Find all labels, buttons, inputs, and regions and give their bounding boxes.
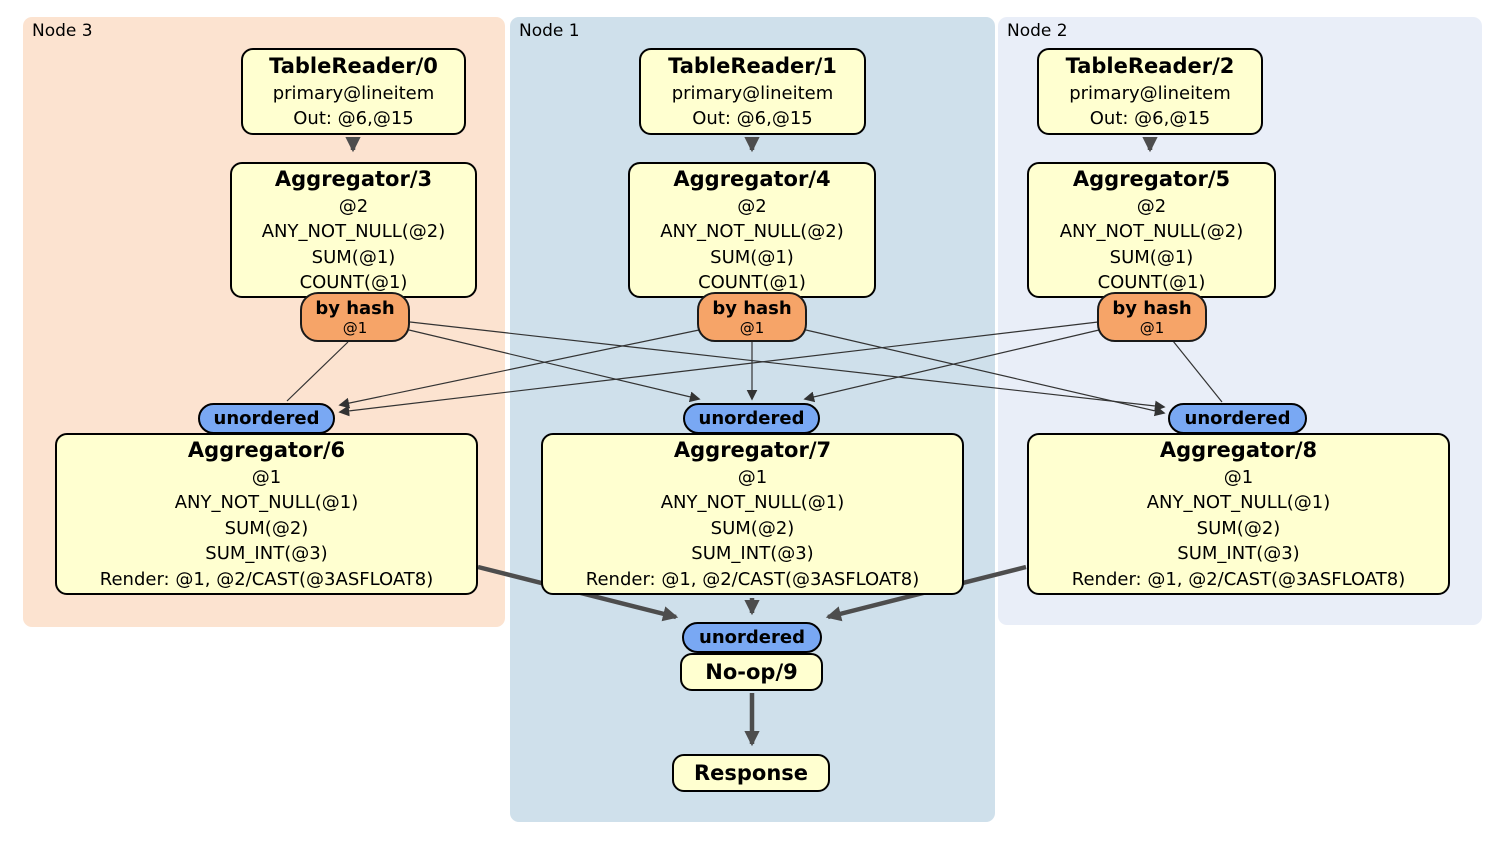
processor-detail: COUNT(@1)	[1097, 272, 1206, 293]
router-label: by hash	[315, 297, 395, 319]
processor-title: TableReader/1	[668, 53, 837, 78]
processor-detail: SUM(@2)	[1196, 517, 1281, 539]
processor-detail: @2	[737, 195, 767, 217]
processor-detail: @1	[251, 466, 282, 488]
region-label: Node 3	[32, 21, 93, 41]
processor-noop-9: No-op/9	[680, 653, 823, 691]
processor-title: Aggregator/8	[1159, 437, 1318, 462]
processor-title: No-op/9	[705, 659, 798, 684]
synchronizer-label: unordered	[1184, 408, 1291, 429]
processor-detail: ANY_NOT_NULL(@2)	[1059, 221, 1244, 242]
processor-detail: SUM_INT(@3)	[205, 543, 328, 565]
edge-byhash2-unordered3	[338, 321, 1099, 417]
edge-byhash1-unordered2	[805, 329, 1166, 417]
processor-detail: Out: @6,@15	[692, 108, 813, 129]
router-label: by hash	[712, 297, 792, 319]
processor-detail: @1	[1223, 466, 1254, 488]
router-detail: @1	[342, 318, 368, 337]
processor-tablereader-0: TableReader/0 primary@lineitem Out: @6,@…	[241, 48, 466, 135]
processor-detail: Out: @6,@15	[293, 108, 414, 129]
edge-byhash1-unordered3	[338, 329, 700, 409]
edge-byhash2-unordered2	[1172, 340, 1223, 403]
processor-detail: ANY_NOT_NULL(@1)	[1146, 492, 1331, 514]
processor-detail: primary@lineitem	[1069, 82, 1231, 104]
processor-detail: @1	[737, 466, 768, 488]
processor-aggregator-5: Aggregator/5 @2 ANY_NOT_NULL(@2) SUM(@1)…	[1027, 162, 1276, 298]
processor-detail: SUM(@2)	[710, 517, 795, 539]
processor-title: Aggregator/7	[673, 437, 832, 462]
synchronizer-label: unordered	[699, 627, 805, 648]
region-label: Node 1	[519, 21, 580, 41]
processor-tablereader-1: TableReader/1 primary@lineitem Out: @6,@…	[639, 48, 866, 135]
processor-aggregator-4: Aggregator/4 @2 ANY_NOT_NULL(@2) SUM(@1)…	[628, 162, 876, 298]
processor-detail: Render: @1, @2/CAST(@3ASFLOAT8)	[1071, 568, 1406, 590]
processor-aggregator-3: Aggregator/3 @2 ANY_NOT_NULL(@2) SUM(@1)…	[230, 162, 477, 298]
edge-byhash2-unordered1	[803, 329, 1100, 403]
router-detail: @1	[739, 318, 765, 337]
edge-byhash3-unordered1	[408, 329, 701, 403]
region-label: Node 2	[1007, 21, 1068, 41]
synchronizer-label: unordered	[213, 408, 320, 429]
processor-title: Aggregator/3	[274, 166, 433, 191]
processor-detail: primary@lineitem	[671, 82, 834, 104]
processor-detail: SUM_INT(@3)	[691, 543, 814, 565]
processor-detail: primary@lineitem	[272, 82, 435, 104]
processor-detail: ANY_NOT_NULL(@2)	[660, 221, 844, 242]
synchronizer-unordered-node3: unordered	[198, 403, 335, 434]
processor-detail: SUM(@1)	[710, 246, 794, 268]
processor-detail: SUM(@1)	[1109, 246, 1194, 268]
router-by-hash-node1: by hash @1	[697, 292, 807, 342]
processor-aggregator-6: Aggregator/6 @1 ANY_NOT_NULL(@1) SUM(@2)…	[55, 433, 478, 595]
processor-aggregator-8: Aggregator/8 @1 ANY_NOT_NULL(@1) SUM(@2)…	[1027, 433, 1450, 595]
processor-detail: Render: @1, @2/CAST(@3ASFLOAT8)	[99, 568, 434, 590]
processor-detail: @2	[338, 195, 369, 217]
router-detail: @1	[1139, 318, 1165, 337]
processor-aggregator-7: Aggregator/7 @1 ANY_NOT_NULL(@1) SUM(@2)…	[541, 433, 964, 595]
processor-detail: SUM(@1)	[311, 246, 396, 268]
processor-detail: COUNT(@1)	[299, 272, 408, 293]
processor-detail: @2	[1136, 195, 1167, 217]
edge-byhash3-unordered2	[409, 321, 1166, 412]
edge-byhash3-unordered3	[286, 341, 349, 402]
processor-detail: SUM_INT(@3)	[1177, 543, 1300, 565]
synchronizer-label: unordered	[698, 408, 805, 429]
processor-detail: ANY_NOT_NULL(@1)	[174, 492, 359, 514]
processor-title: Aggregator/6	[187, 437, 346, 462]
router-by-hash-node3: by hash @1	[300, 292, 410, 342]
processor-detail: ANY_NOT_NULL(@2)	[261, 221, 446, 242]
processor-detail: Out: @6,@15	[1089, 108, 1211, 129]
processor-detail: SUM(@2)	[224, 517, 309, 539]
router-by-hash-node2: by hash @1	[1097, 292, 1207, 342]
processor-detail: Render: @1, @2/CAST(@3ASFLOAT8)	[585, 568, 920, 590]
thin-edges	[286, 321, 1223, 417]
processor-detail: COUNT(@1)	[698, 272, 806, 293]
processor-title: Response	[693, 760, 809, 785]
processor-detail: ANY_NOT_NULL(@1)	[660, 492, 845, 514]
synchronizer-unordered-node1: unordered	[683, 403, 820, 434]
processor-title: Aggregator/4	[673, 166, 831, 191]
processor-title: Aggregator/5	[1072, 166, 1231, 191]
synchronizer-unordered-final: unordered	[682, 622, 822, 653]
router-label: by hash	[1112, 297, 1192, 319]
processor-tablereader-2: TableReader/2 primary@lineitem Out: @6,@…	[1037, 48, 1263, 135]
processor-title: TableReader/0	[269, 53, 438, 78]
synchronizer-unordered-node2: unordered	[1168, 403, 1307, 434]
processor-title: TableReader/2	[1065, 53, 1235, 78]
processor-response: Response	[672, 754, 830, 792]
